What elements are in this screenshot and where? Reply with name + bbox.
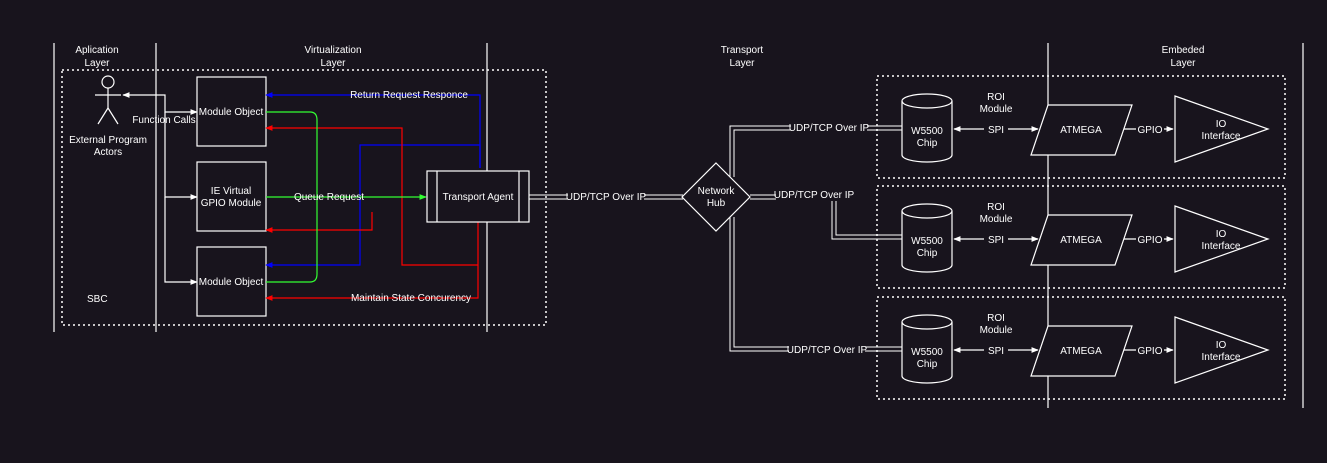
transport-agent-label: Transport Agent bbox=[443, 192, 514, 203]
atmega-shape bbox=[1030, 214, 1133, 266]
chip-cylinder-top bbox=[901, 203, 953, 219]
virtualization-layer-title-2: Layer bbox=[320, 58, 346, 69]
chip-cylinder-top bbox=[901, 314, 953, 330]
chip-label: W5500 bbox=[911, 236, 943, 247]
io-interface-label: IO bbox=[1216, 119, 1227, 130]
gpio-label-bg bbox=[1136, 123, 1164, 135]
io-interface-shape bbox=[1174, 205, 1270, 273]
chip-cylinder-icon bbox=[901, 211, 953, 273]
io-interface-label: IO bbox=[1216, 340, 1227, 351]
embedded-layer-title-2: Layer bbox=[1170, 58, 1196, 69]
sbc-container bbox=[61, 69, 547, 326]
io-interface-label-2: Interface bbox=[1202, 241, 1241, 252]
queue-request-label: Queue Request bbox=[294, 192, 364, 203]
atmega-shape bbox=[1030, 104, 1133, 156]
ie-gpio-label-2: GPIO Module bbox=[201, 198, 262, 209]
function-calls-connectors bbox=[122, 92, 198, 285]
atmega-shape bbox=[1030, 325, 1133, 377]
atmega-label: ATMEGA bbox=[1060, 235, 1102, 246]
udp-bottom-label: UDP/TCP Over IP bbox=[787, 345, 868, 356]
actor-label: External Program bbox=[69, 135, 147, 146]
atmega-label: ATMEGA bbox=[1060, 346, 1102, 357]
roi-label-2: Module bbox=[980, 104, 1013, 115]
chip-label-2: Chip bbox=[917, 248, 938, 259]
gpio-label: GPIO bbox=[1137, 125, 1162, 136]
application-layer-title: Aplication bbox=[75, 45, 118, 56]
spi-label: SPI bbox=[988, 235, 1004, 246]
gpio-label: GPIO bbox=[1137, 235, 1162, 246]
chip-label-2: Chip bbox=[917, 138, 938, 149]
io-interface-label-2: Interface bbox=[1202, 131, 1241, 142]
hub-module-links bbox=[729, 125, 902, 352]
udp-main-label-bg bbox=[568, 190, 644, 203]
network-hub-label-2: Hub bbox=[707, 198, 726, 209]
spi-label-bg bbox=[984, 123, 1008, 135]
io-interface-label: IO bbox=[1216, 229, 1227, 240]
chip-cylinder-icon bbox=[901, 322, 953, 384]
network-hub-diamond bbox=[681, 162, 751, 232]
roi-label-2: Module bbox=[980, 214, 1013, 225]
chip-label: W5500 bbox=[911, 126, 943, 137]
spi-label-bg bbox=[984, 344, 1008, 356]
atmega-label: ATMEGA bbox=[1060, 125, 1102, 136]
spi-label: SPI bbox=[988, 346, 1004, 357]
spi-label-bg bbox=[984, 233, 1008, 245]
sbc-label: SBC bbox=[87, 294, 108, 305]
udp-bottom-label-bg bbox=[789, 344, 865, 356]
roi-label: ROI bbox=[987, 202, 1005, 213]
transport-layer-title-2: Layer bbox=[729, 58, 755, 69]
udp-mid-label: UDP/TCP Over IP bbox=[774, 190, 855, 201]
stick-figure-icon bbox=[95, 75, 121, 125]
module-object-bottom-label: Module Object bbox=[199, 277, 264, 288]
gpio-label-bg bbox=[1136, 344, 1164, 356]
roi-label: ROI bbox=[987, 92, 1005, 103]
udp-mid-label-bg bbox=[776, 189, 852, 201]
udp-main-label: UDP/TCP Over IP bbox=[566, 192, 647, 203]
application-layer-title-2: Layer bbox=[84, 58, 110, 69]
return-request-connectors bbox=[265, 92, 481, 268]
gpio-label: GPIO bbox=[1137, 346, 1162, 357]
io-interface-label-2: Interface bbox=[1202, 352, 1241, 363]
transport-layer-title: Transport bbox=[721, 45, 764, 56]
virtualization-layer-title: Virtualization bbox=[304, 45, 361, 56]
maintain-state-label: Maintain State Concurency bbox=[351, 293, 471, 304]
chip-label-2: Chip bbox=[917, 359, 938, 370]
spi-label: SPI bbox=[988, 125, 1004, 136]
io-interface-shape bbox=[1174, 316, 1270, 384]
io-interface-shape bbox=[1174, 95, 1270, 163]
roi-label: ROI bbox=[987, 313, 1005, 324]
transport-agent-box bbox=[426, 170, 530, 223]
ie-gpio-label: IE Virtual bbox=[211, 186, 251, 197]
return-request-label: Return Request Responce bbox=[350, 90, 468, 101]
chip-label: W5500 bbox=[911, 347, 943, 358]
queue-request-connectors bbox=[266, 111, 427, 283]
udp-top-label-bg bbox=[791, 121, 867, 133]
udp-top-label: UDP/TCP Over IP bbox=[789, 123, 870, 134]
embedded-layer-title: Embeded bbox=[1162, 45, 1205, 56]
chip-cylinder-top bbox=[901, 93, 953, 109]
actor-label-2: Actors bbox=[94, 147, 122, 158]
gpio-label-bg bbox=[1136, 233, 1164, 245]
chip-cylinder-icon bbox=[901, 101, 953, 163]
module-object-top-label: Module Object bbox=[199, 107, 264, 118]
network-hub-label: Network bbox=[698, 186, 736, 197]
roi-label-2: Module bbox=[980, 325, 1013, 336]
function-calls-label: Function Calls bbox=[132, 115, 195, 126]
